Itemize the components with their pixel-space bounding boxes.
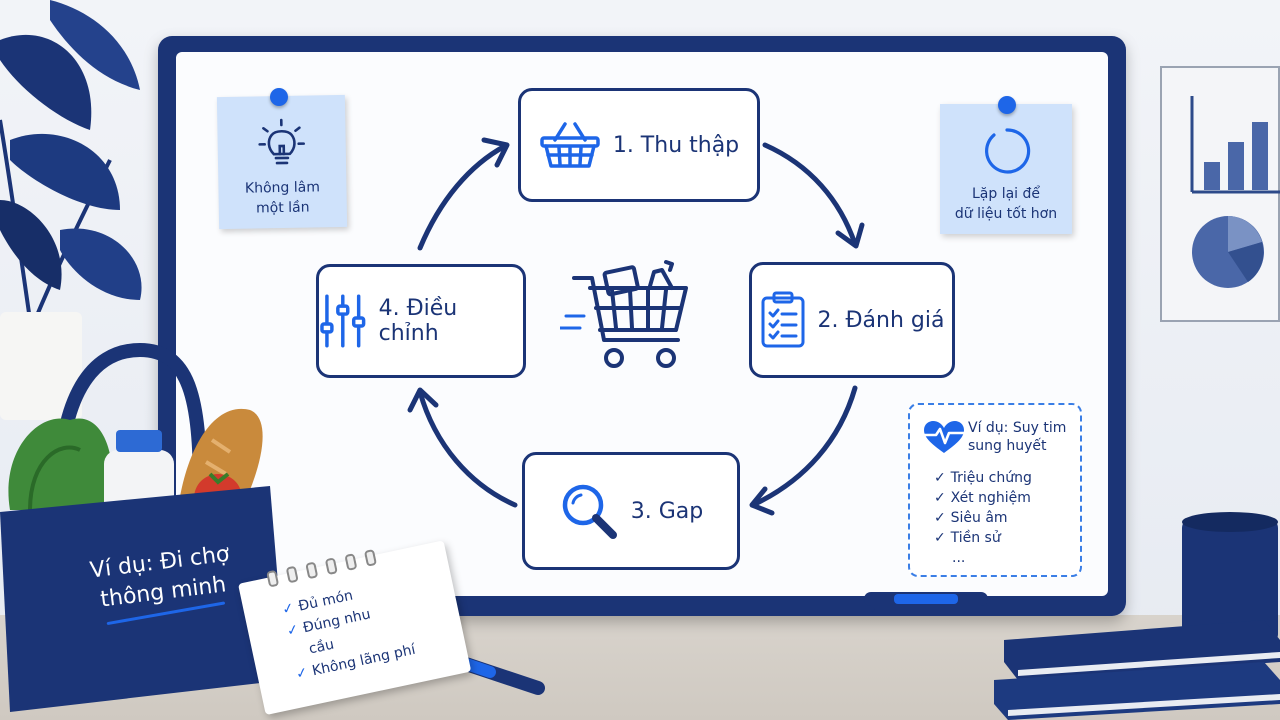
example-heart-title-line1: Ví dụ: Suy tim [968,420,1067,436]
step-evaluate: 2. Đánh giá [749,262,955,378]
lightbulb-icon [258,118,305,165]
heart-pulse-icon [924,421,964,453]
arrow-1-to-2 [762,142,858,247]
list-item: Xét nghiệm [934,488,1032,508]
wall-chart-poster [1160,66,1280,322]
mug-illustration [1182,512,1278,644]
list-item: Triệu chứng [934,468,1032,488]
step-gap-label: 3. Gap [630,498,704,524]
arrow-4-to-1 [417,143,508,251]
example-heart-list: Triệu chứng Xét nghiệm Siêu âm Tiền sử .… [934,468,1032,568]
magnifier-icon [562,484,617,539]
arrow-3-to-4 [417,389,518,508]
note-left-line1: Không lâm [244,179,321,197]
list-item: Siêu âm [934,508,1032,528]
arrow-2-to-3 [752,385,858,507]
shopping-cart-icon [560,260,688,368]
note-right-line1: Lặp lại để [971,186,1041,202]
step-adjust: 4. Điều chỉnh [316,264,526,378]
note-not-once: Không lâm một lần [216,94,348,230]
list-item: Tiền sử [934,528,1032,548]
pushpin [270,88,288,106]
whiteboard-marker [864,592,988,606]
notepad-list: Đủ món Đúng nhu cầu Không lãng phí [280,574,417,685]
whiteboard-tray [405,600,875,612]
example-heart-failure: Ví dụ: Suy tim sung huyết Triệu chứng Xé… [908,403,1082,577]
step-adjust-label: 4. Điều chỉnh [378,296,458,346]
sliders-icon [320,294,366,348]
note-iterate: Lặp lại để dữ liệu tốt hơn [940,104,1072,234]
cycle-icon [985,128,1031,174]
books-illustration [994,620,1280,720]
plant-illustration [0,0,142,420]
example-heart-title-line2: sung huyết [968,438,1047,454]
note-right-line2: dữ liệu tốt hơn [954,206,1058,222]
note-left-line2: một lần [255,199,310,217]
step-collect: 1. Thu thập [518,88,760,202]
grocery-basket-illustration [0,342,286,712]
clipboard-icon [761,291,805,348]
basket-icon [540,122,600,168]
step-evaluate-label: 2. Đánh giá [817,307,945,333]
pushpin [998,96,1016,114]
step-collect-label: 1. Thu thập [612,132,740,158]
list-item-ellipsis: ... [952,550,966,566]
step-gap: 3. Gap [522,452,740,570]
